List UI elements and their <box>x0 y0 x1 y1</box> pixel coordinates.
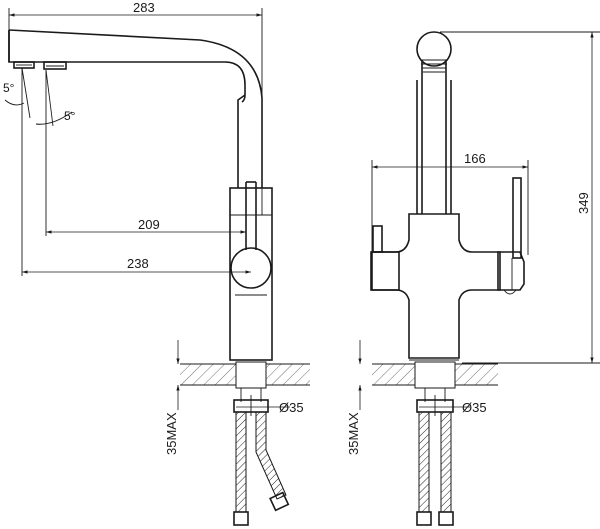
overall-length-label: 283 <box>133 0 155 15</box>
front-mounting-hardware: Ø35 <box>416 388 487 526</box>
dimension-reach-inner: 209 <box>45 128 246 236</box>
front-hole-diameter-label: Ø35 <box>462 400 487 415</box>
lower-angle-label: 5° <box>64 109 76 123</box>
dimension-deck-thickness: 35MAX <box>164 340 180 455</box>
front-dimension-deck-thickness: 35MAX <box>346 340 362 455</box>
hole-diameter-label: Ø35 <box>279 400 304 415</box>
front-deck-thickness-label: 35MAX <box>346 412 361 455</box>
spout-column <box>416 60 452 215</box>
mounting-hardware: Ø35 <box>233 388 304 526</box>
valve-body <box>370 177 525 359</box>
front-countertop-section <box>372 359 498 389</box>
dimension-reach-outer: 238 <box>21 120 251 276</box>
faucet-body <box>229 181 273 361</box>
reach-outer-label: 238 <box>127 256 149 271</box>
reach-inner-label: 209 <box>138 217 160 232</box>
dimension-width: 166 <box>371 151 529 255</box>
side-view: 283 5° 5° <box>3 0 310 526</box>
front-view: 166 349 35MAX <box>346 31 600 526</box>
spout-angles: 5° 5° <box>3 67 76 128</box>
deck-thickness-label: 35MAX <box>164 412 179 455</box>
height-label: 349 <box>576 192 591 214</box>
dimension-height: 349 <box>440 31 600 364</box>
width-label: 166 <box>464 151 486 166</box>
upper-angle-label: 5° <box>3 81 15 95</box>
countertop-section <box>180 359 310 389</box>
spout <box>8 29 263 188</box>
top-knob <box>416 31 452 73</box>
